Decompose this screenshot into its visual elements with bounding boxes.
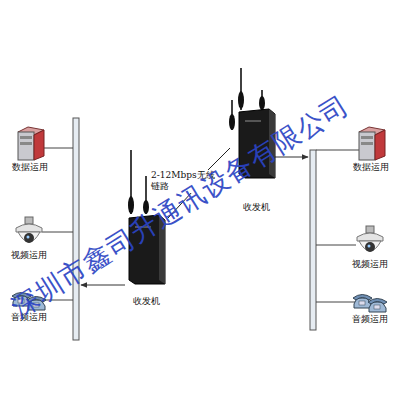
application-device: 音频运用 — [344, 290, 396, 327]
node-label: 数据运用 — [346, 162, 396, 173]
application-device: 视频运用 — [4, 216, 54, 263]
application-device: 数据运用 — [6, 126, 54, 175]
camera-icon — [352, 225, 388, 259]
application-device: 数据运用 — [346, 126, 396, 175]
server-icon — [14, 126, 46, 162]
node-label: 收发机 — [228, 202, 284, 213]
phone-icon — [351, 290, 389, 314]
camera-icon — [11, 216, 47, 250]
node-label: 数据运用 — [6, 162, 54, 173]
right-bus-bar — [310, 150, 316, 330]
node-label: 收发机 — [118, 296, 174, 307]
left-bus-bar — [73, 118, 79, 340]
watermark: 深圳市鑫司升通讯设备有限公司 — [4, 87, 356, 325]
server-icon — [355, 126, 387, 162]
node-label: 音频运用 — [344, 314, 396, 325]
node-label: 视频运用 — [344, 259, 396, 270]
application-device: 视频运用 — [344, 225, 396, 272]
node-label: 视频运用 — [4, 250, 54, 261]
